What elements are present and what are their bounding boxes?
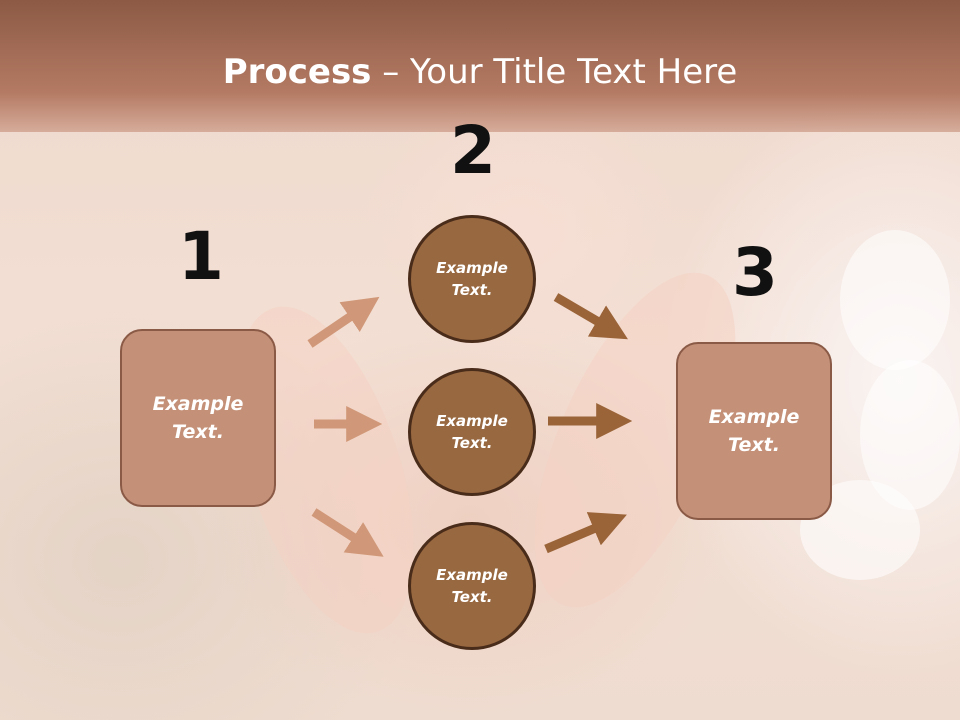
step-number-1: 1 — [178, 218, 224, 295]
step-3-label-line1: Example — [708, 405, 800, 428]
step-1-box: Example Text. — [120, 329, 276, 507]
step-1-label-line1: Example — [152, 392, 244, 415]
circle-middle-label-line1: Example — [436, 411, 508, 430]
orchid-petal — [840, 230, 950, 370]
arrow-circle3-to-box3 — [544, 512, 627, 554]
step-2-circle-top: Example Text. — [408, 215, 536, 343]
step-2-circle-middle: Example Text. — [408, 368, 536, 496]
slide-title: Process – Your Title Text Here — [0, 52, 960, 92]
circle-bottom-label-line1: Example — [436, 565, 508, 584]
step-3-box: Example Text. — [676, 342, 832, 520]
circle-top-label-line1: Example — [436, 258, 508, 277]
arrow-box1-to-circle3 — [311, 508, 384, 557]
step-number-2: 2 — [450, 112, 496, 189]
arrow-box1-to-circle1 — [307, 296, 380, 348]
step-2-circle-bottom: Example Text. — [408, 522, 536, 650]
arrow-circle1-to-box3 — [553, 293, 628, 340]
title-rest: – Your Title Text Here — [371, 52, 738, 92]
step-1-label-line2: Text. — [172, 421, 224, 443]
circle-bottom-label-line2: Text. — [451, 588, 493, 606]
title-banner — [0, 0, 960, 132]
circle-top-label-line2: Text. — [451, 281, 493, 299]
circle-middle-label-line2: Text. — [451, 434, 493, 452]
step-3-label-line2: Text. — [728, 434, 780, 456]
title-bold: Process — [222, 52, 372, 92]
step-number-3: 3 — [732, 234, 778, 311]
